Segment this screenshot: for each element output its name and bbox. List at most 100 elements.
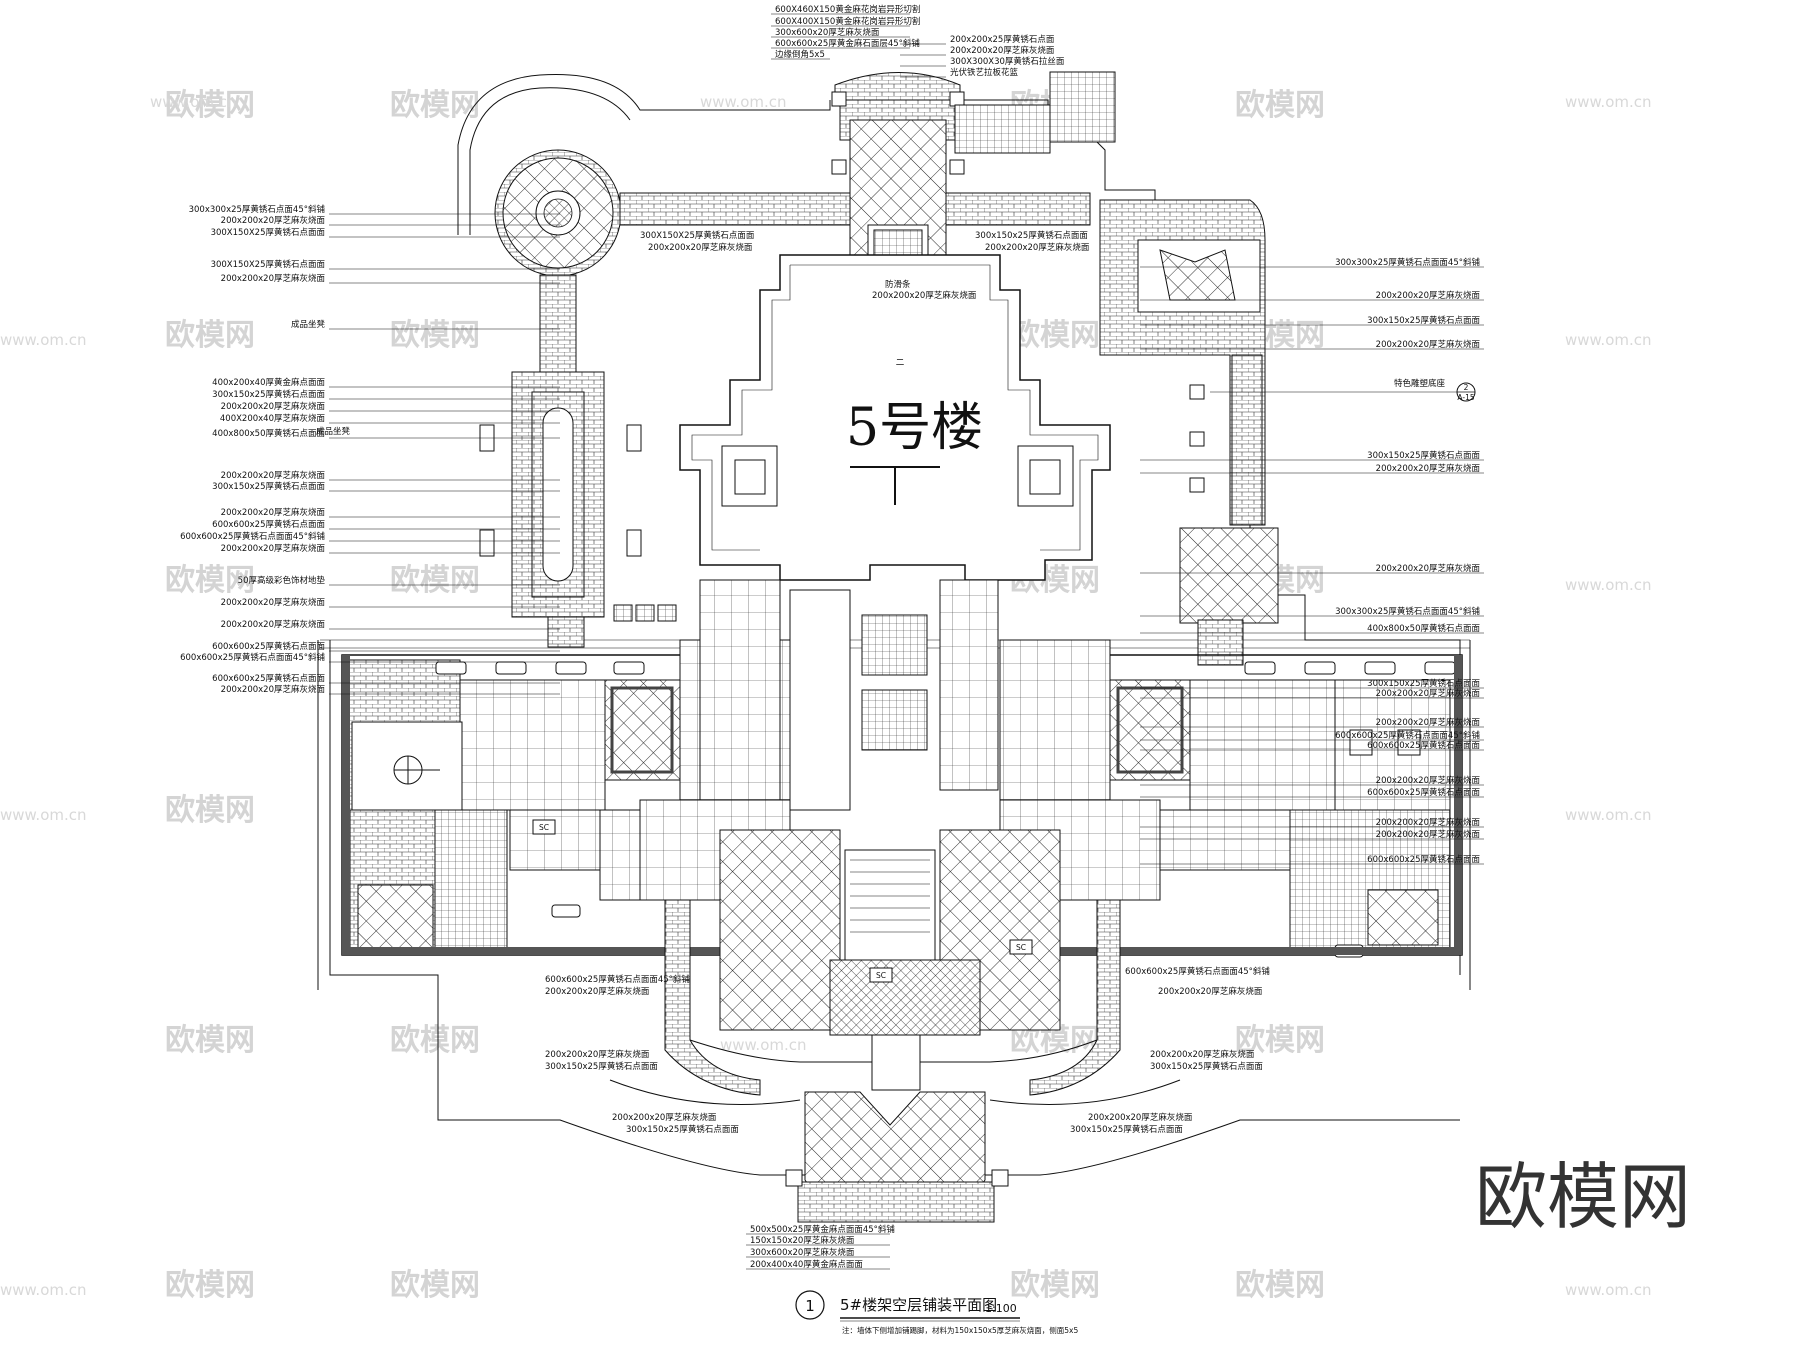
leader-label: 600x600x25厚黄锈石点面面45°斜铺 bbox=[545, 974, 690, 985]
svg-text:SC: SC bbox=[539, 823, 549, 832]
leader-label: 200x200x20厚芝麻灰烧面 bbox=[221, 619, 326, 630]
leader-label: 200x200x20厚芝麻灰烧面 bbox=[221, 597, 326, 608]
leader-label: 400x800x50厚黄锈石点面面 bbox=[1367, 623, 1480, 634]
leader-label: 50厚高级彩色饰材地垫 bbox=[238, 575, 326, 586]
leader-label: 300x150x25厚黄锈石点面面 bbox=[626, 1124, 739, 1135]
watermark-url: www.om.cn bbox=[700, 93, 787, 111]
watermark-text: 欧模网 bbox=[1235, 1268, 1325, 1303]
leader-label: 200x200x20厚芝麻灰烧面 bbox=[1088, 1112, 1193, 1123]
leader-label: 200x200x20厚芝麻灰烧面 bbox=[1376, 290, 1481, 301]
bottom-terrace bbox=[609, 899, 1181, 1223]
leader-label: 200x200x20厚芝麻灰烧面 bbox=[1376, 717, 1481, 728]
leader-labels-right: 300x300x25厚黄锈石点面面45°斜铺 200x200x20厚芝麻灰烧面 30… bbox=[1140, 257, 1484, 865]
leader-label: 300x300x25厚黄锈石点面面45°斜铺 bbox=[1335, 606, 1480, 617]
leader-label: 200x200x20厚芝麻灰烧面 bbox=[1158, 986, 1263, 997]
feature-ref-bottom: A-15 bbox=[1457, 393, 1474, 402]
watermark-url: www.om.cn bbox=[1565, 806, 1652, 824]
leader-label: 200x200x20厚芝麻灰烧面 bbox=[1376, 339, 1481, 350]
seat-label: 成品坐凳 bbox=[316, 426, 351, 437]
leader-labels-top: 600X460X150黄金麻花岗岩异形切割600X400X150黄金麻花岗岩异形… bbox=[771, 4, 920, 60]
svg-text:SC: SC bbox=[1016, 943, 1026, 952]
watermark-text: 欧模网 bbox=[1235, 1023, 1325, 1058]
leader-label: 400x800x50厚黄锈石点面面 bbox=[212, 428, 325, 439]
leader-label: 边缘倒角5x5 bbox=[775, 49, 825, 60]
sc-tags: SC SC SC bbox=[532, 819, 1033, 983]
feature-ref: 特色雕塑底座 2 A-15 bbox=[1210, 378, 1476, 402]
leader-label: 300x150x25厚黄锈石点面面 bbox=[212, 389, 325, 400]
leader-label: 300x150x25厚黄锈石点面面 bbox=[212, 481, 325, 492]
watermark-text: 欧模网 bbox=[1010, 1268, 1100, 1303]
leader-label: 600x600x25厚黄锈石点面面45°斜铺 bbox=[1125, 966, 1270, 977]
top-right-pad bbox=[954, 104, 1051, 154]
leader-label: 200x200x20厚芝麻灰烧面 bbox=[1376, 829, 1481, 840]
leader-label: 200x200x20厚芝麻灰烧面 bbox=[1376, 563, 1481, 574]
leader-label: 200x200x20厚芝麻灰烧面 bbox=[221, 470, 326, 481]
watermark-text: 欧模网 bbox=[390, 88, 480, 123]
watermark-text: 欧模网 bbox=[1235, 88, 1325, 123]
watermark-url: www.om.cn bbox=[1565, 576, 1652, 594]
left-wing bbox=[341, 639, 791, 956]
leader-label: 200x200x20厚芝麻灰烧面 bbox=[648, 242, 753, 253]
watermark-url: www.om.cn bbox=[0, 331, 87, 349]
leader-label: 200x200x20厚芝麻灰烧面 bbox=[1376, 463, 1481, 474]
leader-label: 300x150x25厚黄锈石点面面 bbox=[1150, 1061, 1263, 1072]
leader-label: 600x600x25厚黄金麻石面层45°斜铺 bbox=[775, 38, 920, 49]
leader-label: 300x600x20厚芝麻灰烧面 bbox=[775, 27, 880, 38]
circular-plaza bbox=[494, 149, 622, 277]
leader-label: 300x300x25厚黄锈石点面面45°斜铺 bbox=[1335, 257, 1480, 268]
watermark-text: 欧模网 bbox=[165, 563, 255, 598]
leader-labels-center-low: 200x200x20厚芝麻灰烧面300x150x25厚黄锈石点面面200x200… bbox=[545, 1049, 1263, 1135]
leader-label: 200x200x20厚芝麻灰烧面 bbox=[985, 242, 1090, 253]
leader-label: 600x600x25厚黄锈石点面面 bbox=[212, 641, 325, 652]
leader-label: 200x200x20厚芝麻灰烧面 bbox=[612, 1112, 717, 1123]
leader-label: 600x600x25厚黄锈石点面面 bbox=[1367, 787, 1480, 798]
leader-label: 光伏铁艺拉板花篮 bbox=[950, 67, 1019, 78]
building-core bbox=[679, 254, 1111, 581]
long-pool bbox=[511, 371, 605, 648]
feature-ref-label: 特色雕塑底座 bbox=[1394, 378, 1446, 389]
leader-label: 200x200x20厚芝麻灰烧面 bbox=[221, 684, 326, 695]
leader-label: 200x200x20厚芝麻灰烧面 bbox=[1376, 775, 1481, 786]
watermark-text: 欧模网 bbox=[390, 1268, 480, 1303]
leader-label: 200x200x20厚芝麻灰烧面 bbox=[221, 401, 326, 412]
leader-label: 成品坐凳 bbox=[291, 319, 326, 330]
watermark-text: 欧模网 bbox=[165, 318, 255, 353]
leader-label: 600x600x25厚黄锈石点面面 bbox=[1367, 854, 1480, 865]
watermark-text: 欧模网 bbox=[390, 1023, 480, 1058]
watermark-text: 欧模网 bbox=[165, 1268, 255, 1303]
leader-label: 300x150x25厚黄锈石点面面 bbox=[1367, 450, 1480, 461]
leader-label: 400x200x40厚黄金麻点面面 bbox=[212, 377, 325, 388]
leader-label: 400X200x40厚芝麻灰烧面 bbox=[220, 413, 326, 424]
drawing-note: 注：墙体下侧增加铺踢脚，材料为150x150x5厚芝麻灰烧面，侧面5x5 bbox=[842, 1325, 1078, 1335]
leader-labels-center-top: 300X150X25厚黄锈石点面面200x200x20厚芝麻灰烧面300x150… bbox=[640, 230, 1090, 253]
drawing-title-block: 1 5#楼架空层铺装平面图 1:100 注：墙体下侧增加铺踢脚，材料为150x1… bbox=[795, 1290, 1078, 1335]
watermark-layer: 欧模网欧模网欧模网欧模网欧模网欧模网欧模网欧模网欧模网欧模网欧模网欧模网欧模网欧… bbox=[0, 88, 1652, 1303]
watermark-text: 欧模网 bbox=[1010, 318, 1100, 353]
leader-label: 300X150X25厚黄锈石点面面 bbox=[640, 230, 755, 241]
leader-label: 600x600x25厚黄锈石点面面 bbox=[1367, 740, 1480, 751]
top-entry bbox=[831, 72, 965, 259]
leader-labels-center-mid: 600x600x25厚黄锈石点面面45°斜铺 200x200x20厚芝麻灰烧面 60… bbox=[545, 966, 1270, 997]
right-wing bbox=[999, 639, 1463, 958]
leader-label: 200x200x25厚黄锈石点面 bbox=[950, 34, 1055, 45]
watermark-url: www.om.cn bbox=[720, 1036, 807, 1054]
leader-label: 300X150X25厚黄锈石点面面 bbox=[211, 259, 326, 270]
paved-path-left bbox=[539, 274, 577, 376]
watermark-url: www.om.cn bbox=[1565, 93, 1652, 111]
drawing-scale: 1:100 bbox=[985, 1302, 1017, 1315]
corner-brand: 欧模网 bbox=[1475, 1155, 1691, 1239]
leader-label: 600x600x25厚黄锈石点面面45°斜铺 bbox=[180, 652, 325, 663]
leader-label: 200x200x20厚芝麻灰烧面 bbox=[221, 273, 326, 284]
watermark-text: 欧模网 bbox=[390, 318, 480, 353]
leader-label: 600x600x25厚黄锈石点面面45°斜铺 bbox=[180, 531, 325, 542]
watermark-url: www.om.cn bbox=[1565, 1281, 1652, 1299]
leader-labels-top-right: 200x200x25厚黄锈石点面200x200x20厚芝麻灰烧面300X300X… bbox=[900, 34, 1065, 78]
watermark-text: 欧模网 bbox=[390, 563, 480, 598]
leader-label: 300x150x25厚黄锈石点面面 bbox=[975, 230, 1088, 241]
leader-label: 200x200x20厚芝麻灰烧面 bbox=[1150, 1049, 1255, 1060]
drawing-number: 1 bbox=[805, 1297, 815, 1315]
leader-label: 600x600x25厚黄锈石点面面 bbox=[212, 673, 325, 684]
leader-label: 300x150x25厚黄锈石点面面 bbox=[1367, 315, 1480, 326]
leader-label: 600x600x25厚黄锈石点面面 bbox=[212, 519, 325, 530]
